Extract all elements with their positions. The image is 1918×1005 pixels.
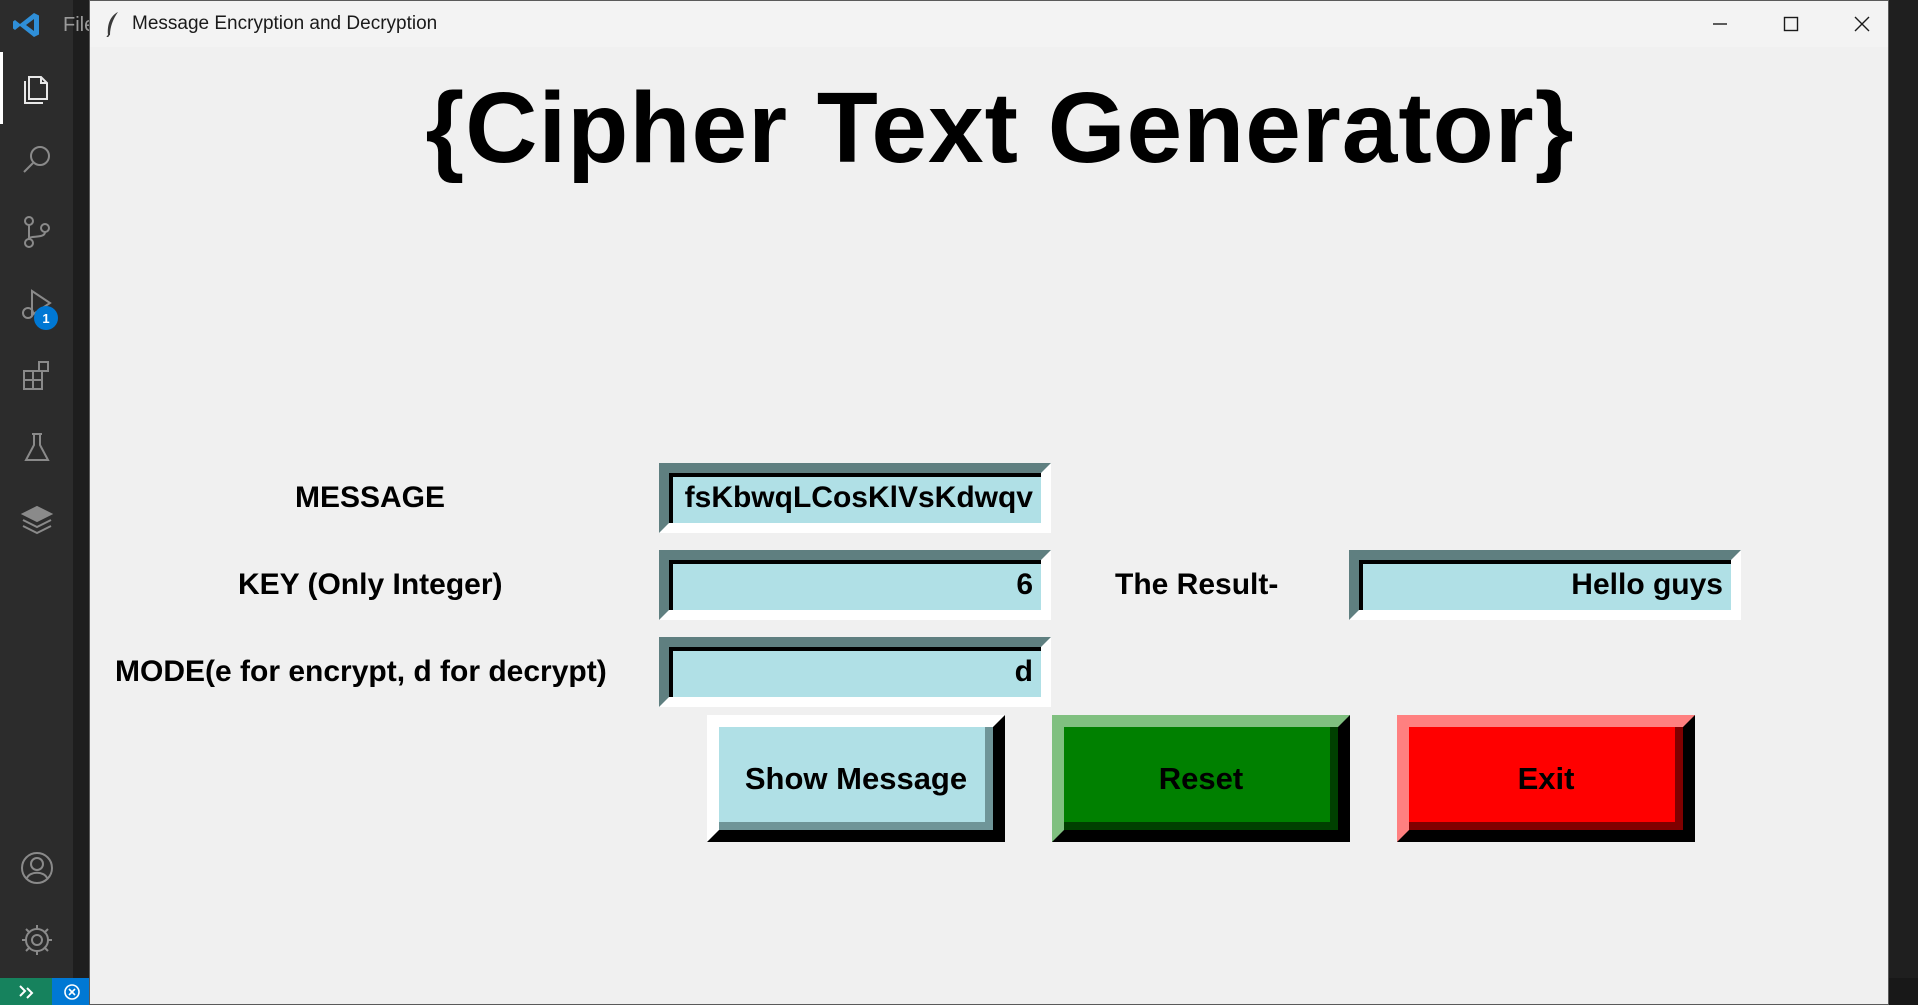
vscode-menu-file[interactable]: File [63,14,96,36]
mode-label: MODE(e for encrypt, d for decrypt) [115,655,607,688]
extensions-icon[interactable] [0,340,73,412]
mode-input[interactable] [669,647,1041,697]
source-control-icon[interactable] [0,196,73,268]
settings-gear-icon[interactable] [0,904,73,976]
remote-icon[interactable] [0,978,52,1005]
close-icon[interactable] [1827,1,1897,47]
key-field[interactable] [659,550,1051,620]
debug-badge: 1 [34,306,58,330]
vscode-logo-icon [13,13,39,37]
title-bar[interactable]: Message Encryption and Decryption [90,1,1888,47]
window-title: Message Encryption and Decryption [132,13,438,34]
result-input[interactable] [1359,560,1731,610]
app-window: Message Encryption and Decryption {Ciphe… [89,0,1889,1005]
vscode-editor-strip [1888,0,1918,978]
feather-icon [106,12,118,37]
problems-icon[interactable] [52,978,92,1005]
search-icon[interactable] [0,124,73,196]
exit-button[interactable]: Exit [1397,715,1695,842]
key-label: KEY (Only Integer) [238,568,503,601]
run-debug-icon[interactable] [0,268,73,340]
result-label: The Result- [1115,568,1279,601]
message-field[interactable] [659,463,1051,533]
mode-field[interactable] [659,637,1051,707]
explorer-icon[interactable] [0,52,73,124]
result-field[interactable] [1349,550,1741,620]
key-input[interactable] [669,560,1041,610]
message-input[interactable] [669,473,1041,523]
account-icon[interactable] [0,832,73,904]
layers-icon[interactable] [0,484,73,556]
maximize-icon[interactable] [1756,1,1826,47]
minimize-icon[interactable] [1685,1,1755,47]
message-label: MESSAGE [295,481,446,514]
testing-icon[interactable] [0,412,73,484]
show-message-button[interactable]: Show Message [707,715,1005,842]
vscode-activity-bar: 1 [0,0,73,1005]
app-heading: {Cipher Text Generator} [425,72,1575,184]
reset-button[interactable]: Reset [1052,715,1350,842]
